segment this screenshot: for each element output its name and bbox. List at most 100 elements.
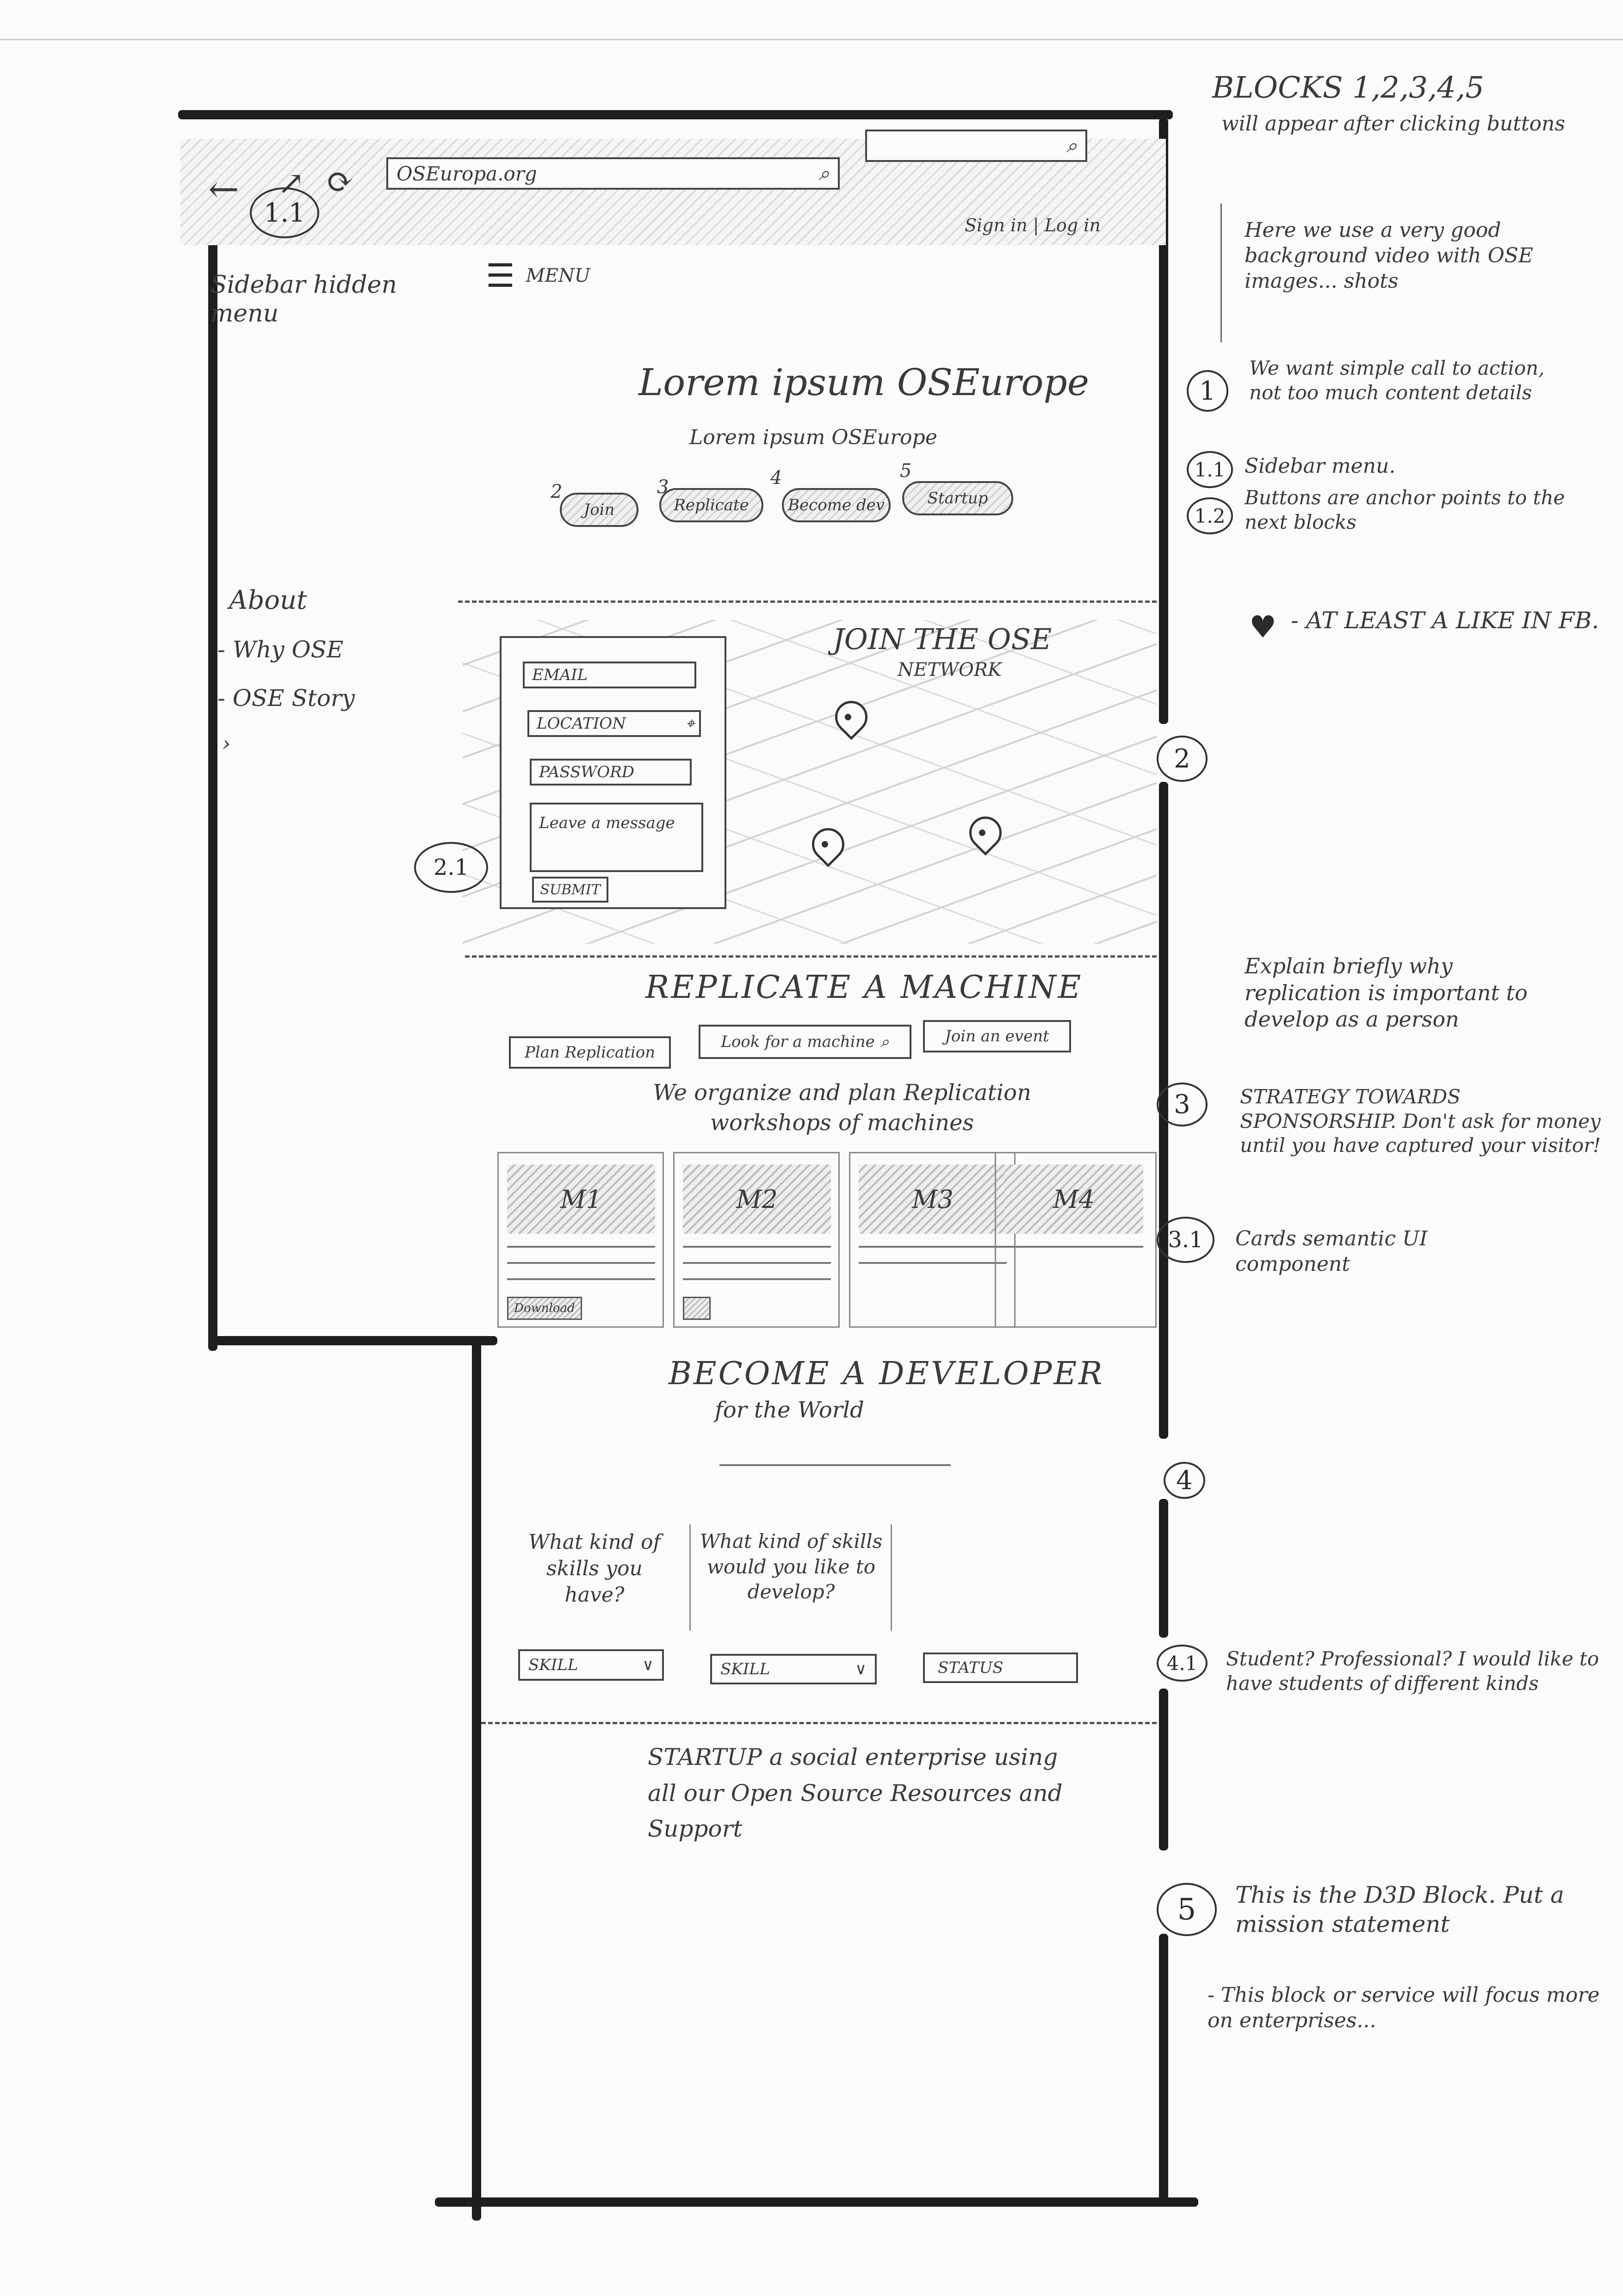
card-2-label: M2 bbox=[736, 1184, 778, 1214]
intro-note-bracket bbox=[1220, 204, 1222, 342]
replicate-subtitle: We organize and plan Replication worksho… bbox=[653, 1080, 1031, 1136]
reload-icon[interactable]: ⟳ bbox=[326, 162, 354, 201]
card-thumb: M3 bbox=[859, 1164, 1007, 1234]
note-marker-1-2: 1.2 bbox=[1187, 497, 1233, 534]
replicate-title: REPLICATE A MACHINE bbox=[645, 969, 1083, 1006]
message-field[interactable]: Leave a message bbox=[530, 803, 703, 872]
note-marker-1-1-label: 1.1 bbox=[1194, 458, 1226, 481]
note-3-1: Cards semantic UI component bbox=[1235, 1227, 1428, 1276]
sidebar-more[interactable]: › bbox=[222, 731, 231, 756]
password-field-label: PASSWORD bbox=[539, 763, 634, 781]
hero-button-become-dev-label: Become dev bbox=[788, 496, 885, 514]
hamburger-icon: ☰ bbox=[486, 257, 515, 295]
sidebar-hidden-label: Sidebar hidden menu bbox=[211, 271, 397, 328]
join-event-button[interactable]: Join an event bbox=[923, 1020, 1071, 1052]
card-1-label: M1 bbox=[560, 1184, 602, 1214]
url-bar[interactable]: OSEuropa.org ⌕ bbox=[386, 157, 840, 190]
card-line bbox=[683, 1278, 831, 1280]
url-text: OSEuropa.org bbox=[396, 162, 537, 185]
sign-in-link[interactable]: Sign in | Log in bbox=[965, 215, 1101, 235]
message-field-label: Leave a message bbox=[539, 814, 675, 832]
hero-title: Lorem ipsum OSEurope bbox=[638, 361, 1090, 404]
menu-toggle[interactable]: ☰ MENU bbox=[486, 257, 590, 295]
card-line bbox=[683, 1262, 831, 1264]
status-field[interactable]: STATUS bbox=[923, 1652, 1078, 1683]
card-4-label: M4 bbox=[1053, 1184, 1095, 1214]
hero-button-join[interactable]: Join bbox=[560, 493, 638, 527]
chevron-down-icon: ∨ bbox=[855, 1660, 867, 1678]
explain-note: Explain briefly why replication is impor… bbox=[1245, 953, 1528, 1032]
card-line bbox=[507, 1246, 655, 1248]
machine-card-1[interactable]: M1 Download bbox=[497, 1152, 664, 1328]
developer-subtitle: for the World bbox=[715, 1397, 864, 1423]
search-icon: ⌕ bbox=[1066, 134, 1077, 157]
hero-button-startup[interactable]: Startup bbox=[902, 481, 1013, 515]
location-pin-icon: ⌖ bbox=[685, 714, 694, 733]
note-1-1: Sidebar menu. bbox=[1245, 454, 1396, 478]
note-4-1: Student? Professional? I would like to h… bbox=[1226, 1647, 1599, 1695]
password-field[interactable]: PASSWORD bbox=[530, 759, 692, 786]
frame-bottom-line bbox=[435, 2197, 1198, 2207]
startup-text: STARTUP a social enterprise using all ou… bbox=[648, 1744, 1063, 1842]
intro-note: Here we use a very good background video… bbox=[1245, 218, 1533, 293]
blocks-note-title: BLOCKS 1,2,3,4,5 bbox=[1212, 71, 1484, 105]
plan-replication-button[interactable]: Plan Replication bbox=[509, 1036, 671, 1069]
developer-title: BECOME A DEVELOPER bbox=[669, 1355, 1104, 1392]
note-marker-5: 5 bbox=[1157, 1883, 1217, 1936]
card-download-button[interactable]: Download bbox=[507, 1297, 582, 1320]
back-arrow-icon[interactable]: ← bbox=[208, 167, 240, 210]
look-for-machine-button-label: Look for a machine bbox=[721, 1033, 875, 1051]
hero-button-replicate-label: Replicate bbox=[674, 496, 749, 514]
frame-right-line-3 bbox=[1159, 1499, 1168, 1638]
card-line bbox=[859, 1262, 1007, 1264]
note-marker-4-1: 4.1 bbox=[1157, 1645, 1208, 1682]
note-marker-3-1-label: 3.1 bbox=[1168, 1227, 1203, 1253]
marker-2-1: 2.1 bbox=[414, 842, 488, 893]
note-1: We want simple call to action, not too m… bbox=[1249, 357, 1545, 404]
hero-button-startup-num: 5 bbox=[900, 460, 912, 482]
chevron-down-icon: ∨ bbox=[642, 1656, 654, 1674]
submit-button[interactable]: SUBMIT bbox=[532, 877, 608, 903]
status-field-label: STATUS bbox=[938, 1659, 1004, 1677]
card-3-label: M3 bbox=[912, 1184, 954, 1214]
card-thumb: M2 bbox=[683, 1164, 831, 1234]
note-marker-3-1: 3.1 bbox=[1157, 1217, 1214, 1263]
marker-2-1-label: 2.1 bbox=[433, 854, 469, 880]
sidebar-item-why-ose[interactable]: - Why OSE bbox=[217, 636, 344, 663]
machine-card-3[interactable]: M3 bbox=[849, 1152, 1016, 1328]
machine-card-2[interactable]: M2 bbox=[673, 1152, 840, 1328]
divider-block-2 bbox=[465, 955, 1157, 958]
location-field[interactable]: LOCATION ⌖ bbox=[527, 710, 701, 737]
email-field[interactable]: EMAIL bbox=[523, 662, 696, 688]
machine-card-4[interactable]: M4 bbox=[995, 1152, 1157, 1328]
hero-button-become-dev[interactable]: Become dev bbox=[782, 488, 891, 522]
card-button[interactable] bbox=[683, 1297, 711, 1320]
frame-step-line bbox=[211, 1336, 497, 1345]
note-marker-3-label: 3 bbox=[1174, 1089, 1190, 1120]
email-field-label: EMAIL bbox=[532, 666, 588, 684]
card-thumb: M4 bbox=[1004, 1164, 1143, 1234]
question-divider bbox=[891, 1524, 892, 1631]
look-for-machine-button[interactable]: Look for a machine ⌕ bbox=[699, 1025, 911, 1059]
search-bar[interactable]: ⌕ bbox=[865, 130, 1087, 162]
divider-block-1 bbox=[458, 600, 1157, 603]
sidebar-item-ose-story[interactable]: - OSE Story bbox=[217, 685, 355, 712]
note-5: This is the D3D Block. Put a mission sta… bbox=[1235, 1881, 1564, 1937]
card-line bbox=[507, 1262, 655, 1264]
hero-subtitle: Lorem ipsum OSEurope bbox=[689, 426, 937, 449]
frame-left-line bbox=[208, 139, 217, 1351]
join-event-button-label: Join an event bbox=[945, 1027, 1049, 1046]
card-line bbox=[683, 1246, 831, 1248]
hero-button-startup-label: Startup bbox=[927, 489, 988, 507]
frame-left-lower-line bbox=[472, 1342, 481, 2221]
skill-select-2[interactable]: SKILL ∨ bbox=[710, 1654, 877, 1684]
hero-button-join-label: Join bbox=[583, 501, 615, 519]
divider-block-4 bbox=[481, 1722, 1157, 1724]
marker-1-1: 1.1 bbox=[250, 187, 319, 238]
hero-button-replicate[interactable]: Replicate bbox=[659, 488, 763, 522]
frame-right-line-5 bbox=[1159, 1934, 1168, 2207]
skill-select-1[interactable]: SKILL ∨ bbox=[518, 1649, 664, 1681]
hero-button-become-dev-num: 4 bbox=[770, 467, 782, 489]
question-develop-skills: What kind of skills would you like to de… bbox=[700, 1530, 883, 1603]
sidebar-item-about[interactable]: About bbox=[229, 585, 307, 615]
